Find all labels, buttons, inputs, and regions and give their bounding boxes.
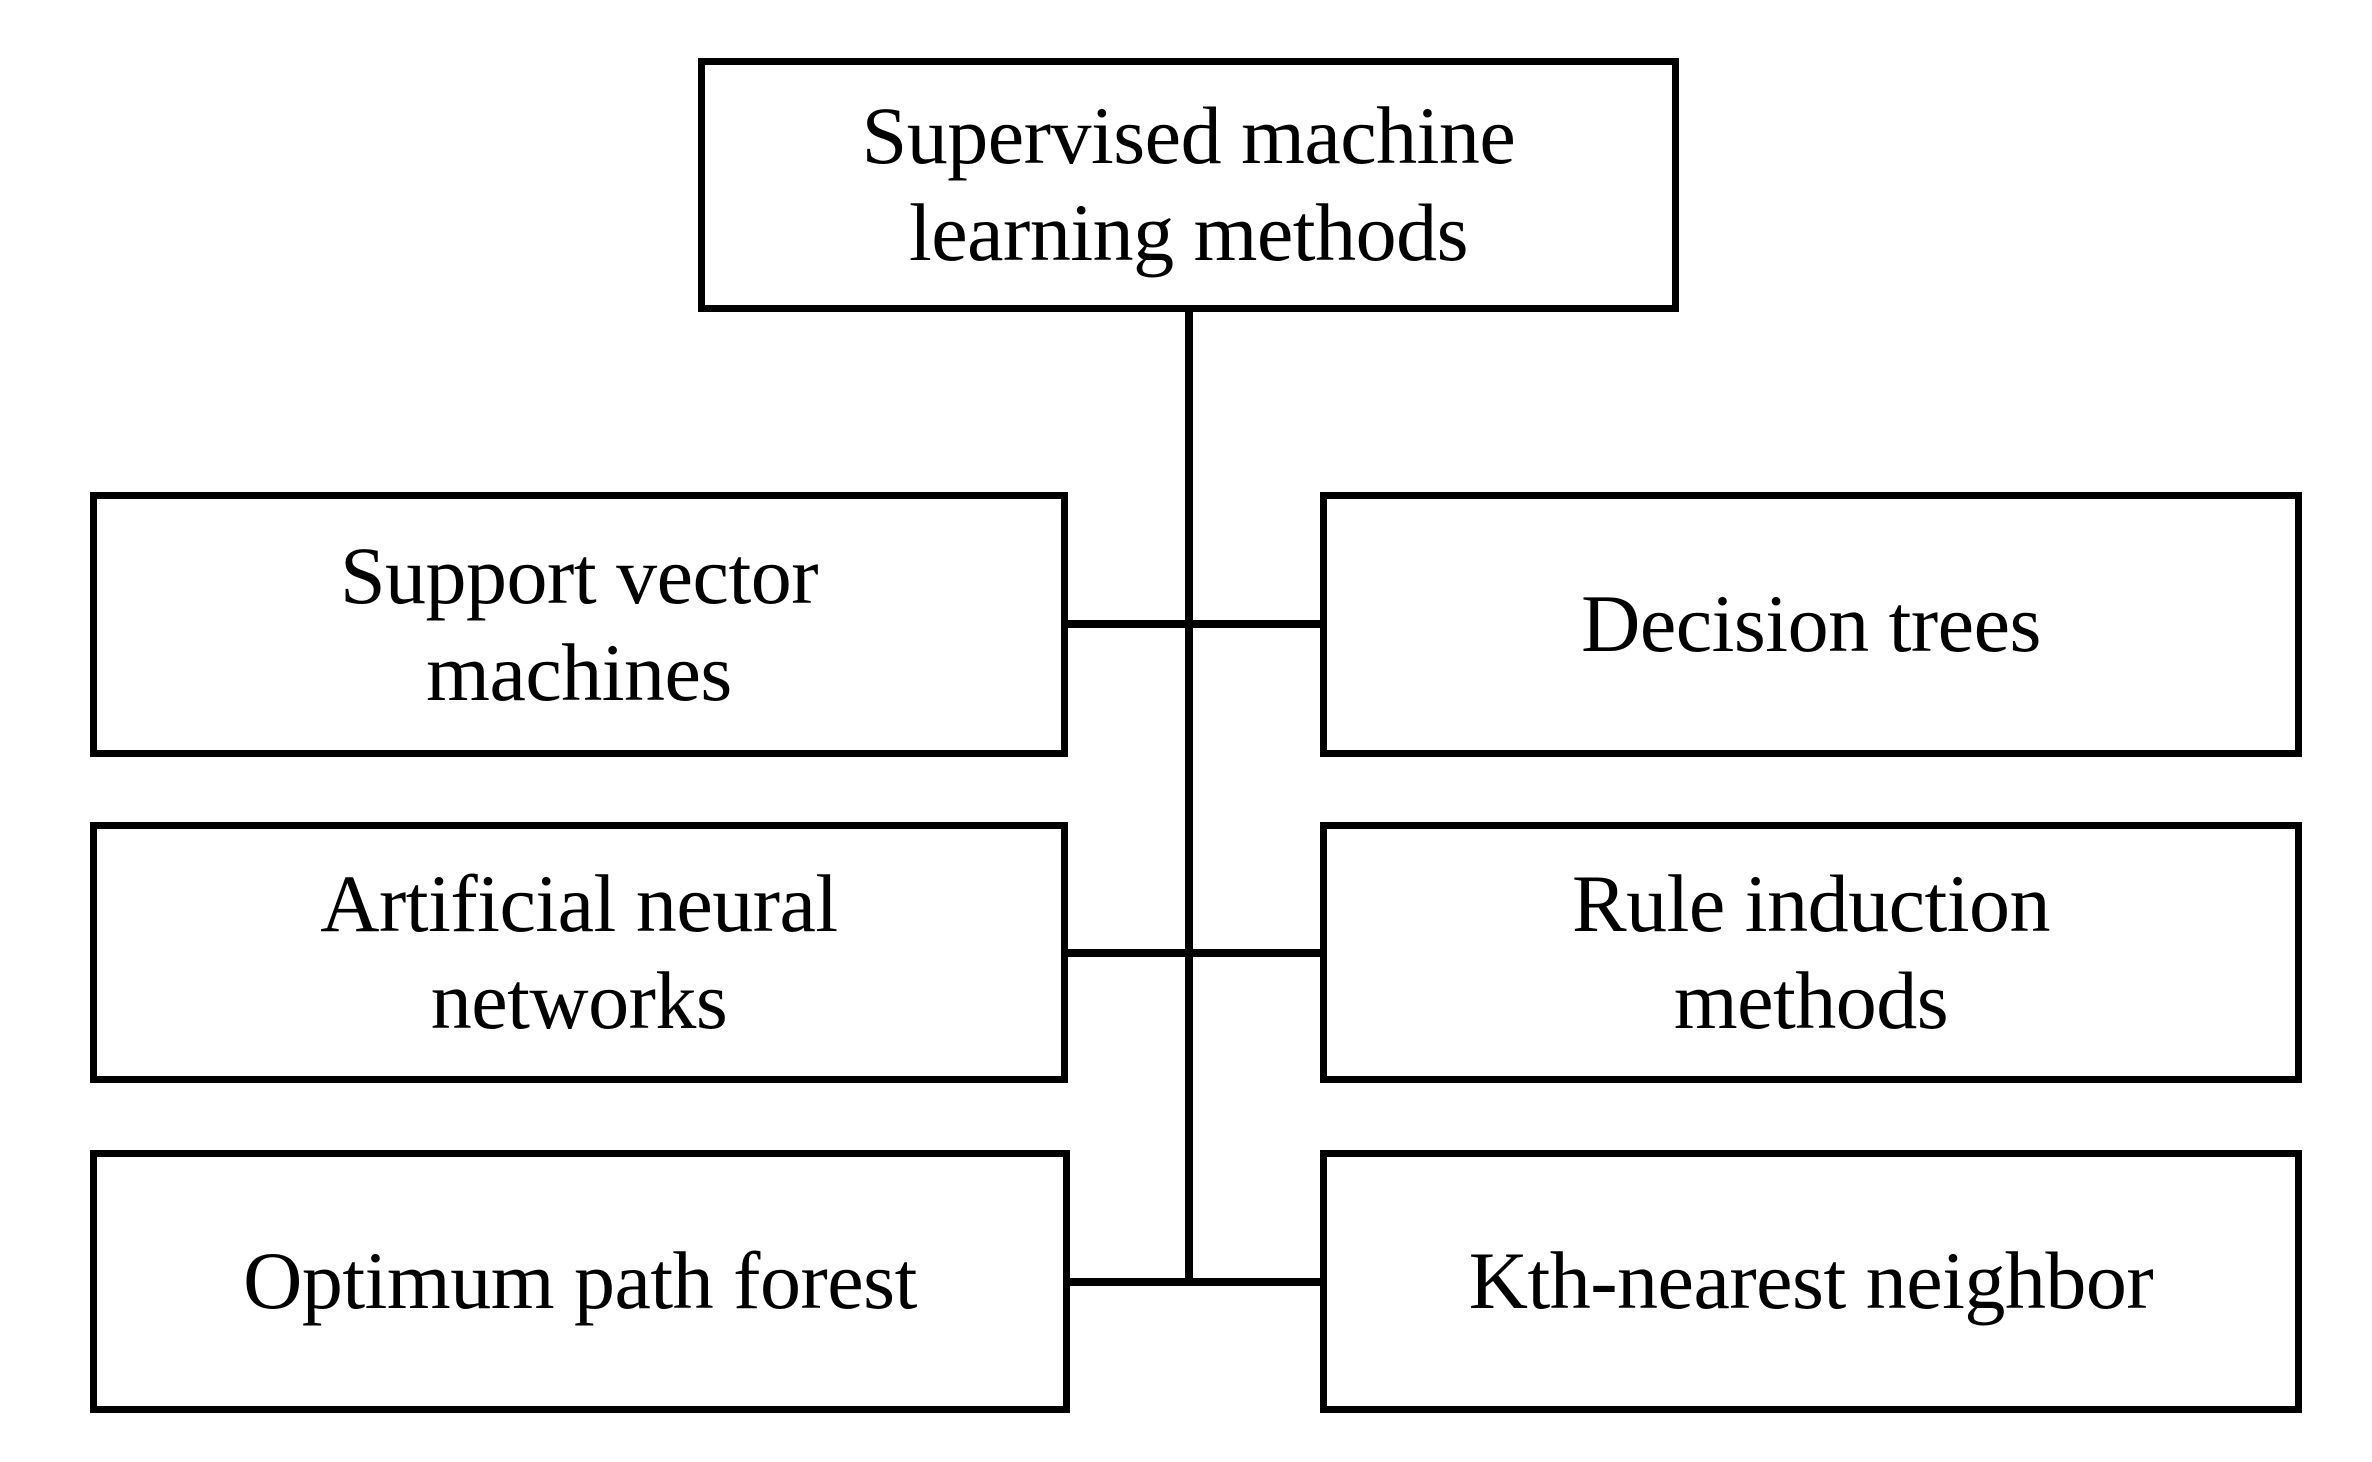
node-label: Supervised machine learning methods — [861, 90, 1516, 278]
node-optimum-path-forest[interactable]: Optimum path forest — [90, 1150, 1070, 1413]
node-label: Kth-nearest neighbor — [1468, 1235, 2154, 1327]
connector-left-row-3 — [1064, 1278, 1193, 1286]
node-label: Artificial neural networks — [320, 857, 838, 1046]
node-label: Rule induction methods — [1571, 857, 2051, 1046]
connector-left-row-2 — [1062, 949, 1193, 957]
node-support-vector-machines[interactable]: Support vector machines — [90, 492, 1068, 757]
node-kth-nearest-neighbor[interactable]: Kth-nearest neighbor — [1320, 1150, 2302, 1413]
node-label: Support vector machines — [339, 529, 819, 718]
node-supervised-machine-learning-methods[interactable]: Supervised machine learning methods — [698, 58, 1679, 312]
node-rule-induction-methods[interactable]: Rule induction methods — [1320, 822, 2302, 1083]
node-label: Optimum path forest — [243, 1235, 917, 1327]
connector-right-row-3 — [1185, 1278, 1327, 1286]
node-decision-trees[interactable]: Decision trees — [1320, 492, 2302, 757]
connector-right-row-1 — [1185, 620, 1327, 628]
node-artificial-neural-networks[interactable]: Artificial neural networks — [90, 822, 1068, 1083]
node-label: Decision trees — [1581, 578, 2041, 670]
connector-left-row-1 — [1062, 620, 1193, 628]
connector-trunk-vertical — [1185, 305, 1193, 1286]
connector-right-row-2 — [1185, 949, 1327, 957]
